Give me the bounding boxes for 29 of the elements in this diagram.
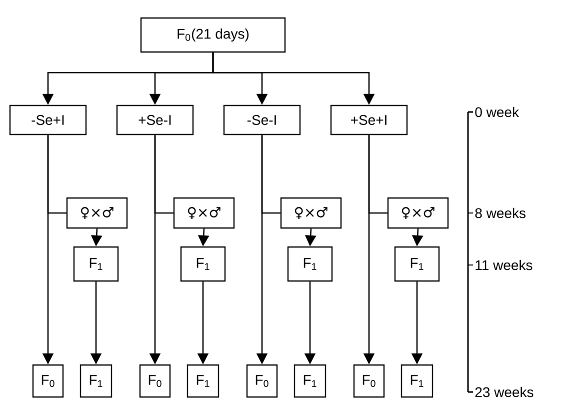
box: F$_{0}$: [246, 364, 278, 398]
box: +Se+I: [330, 104, 408, 136]
box: ♀×♂: [280, 197, 342, 229]
box: F$_{1}$: [80, 364, 112, 398]
box: F$_{0}$(21 days): [140, 17, 286, 53]
box: ♀×♂: [66, 197, 128, 229]
branch-line: [47, 135, 66, 214]
box: F$_{1}$: [73, 246, 119, 282]
box: ♀×♂: [387, 197, 449, 229]
box: F$_{1}$: [294, 364, 326, 398]
branch-line: [154, 135, 174, 214]
box: F$_{1}$: [394, 246, 440, 282]
box: F$_{1}$: [287, 246, 333, 282]
box: -Se-I: [223, 104, 301, 136]
box: F$_{1}$: [186, 364, 220, 398]
time-label: 0 week: [475, 106, 520, 118]
time-label: 11 weeks: [476, 260, 532, 270]
box: -Se+I: [9, 104, 87, 136]
time-label: 8 weeks: [475, 208, 526, 218]
box: F$_{0}$: [139, 364, 171, 398]
branch-line: [261, 135, 280, 214]
box: F$_{0}$: [32, 364, 64, 398]
time-label: 23 weeks: [475, 386, 534, 398]
box: F$_{1}$: [180, 246, 226, 282]
box: ♀×♂: [173, 197, 235, 229]
box: F$_{0}$: [353, 364, 385, 398]
branch-line: [368, 135, 388, 214]
box: +Se-I: [116, 104, 194, 136]
box: F$_{1}$: [400, 364, 434, 398]
